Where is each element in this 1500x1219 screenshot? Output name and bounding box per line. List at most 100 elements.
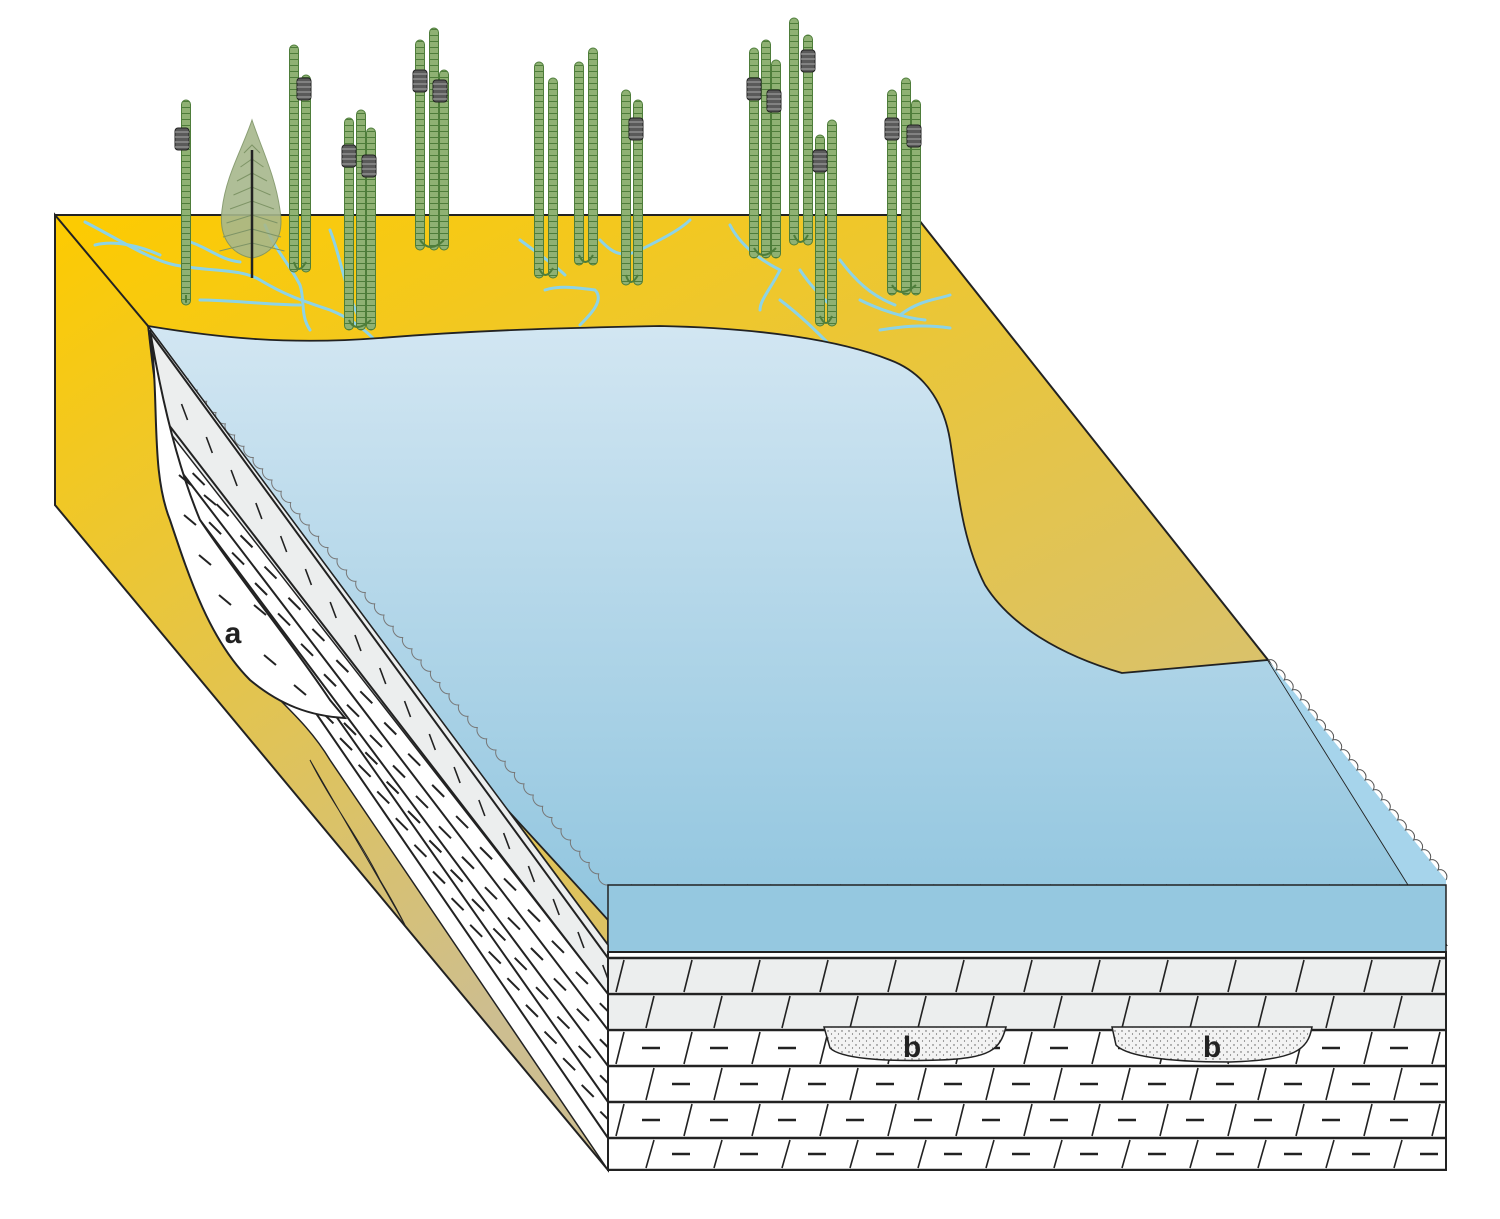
cone-body [412,69,428,93]
joint [1023,959,1033,993]
stem-body [356,109,366,331]
cone-body [296,77,312,101]
bed-tick [502,832,511,850]
bed-tick [428,733,437,751]
cone-body [906,124,922,148]
strobilus-cone [174,127,190,151]
joint [1295,1103,1305,1137]
bed-tick [527,865,536,883]
marl-dash [407,752,421,767]
marl-dash [311,628,326,642]
horsetail-plant-icon [574,47,598,266]
river-channel [858,298,927,322]
marl-dash [471,898,485,912]
marl-dash [431,784,445,798]
joint [781,995,791,1029]
strobilus-cone [906,124,922,148]
river-channel [328,228,362,322]
cone-body [812,149,828,173]
marl-dash [527,908,541,923]
marl-dash [535,986,549,1000]
bedding-line [149,331,609,959]
joint [1431,959,1441,993]
joint [751,1103,761,1137]
label-b1: b [903,1031,921,1064]
marl-dash [300,643,314,657]
marl-dash [198,554,212,566]
joint [1121,1067,1131,1101]
cone-body [884,117,900,141]
marl-dash [395,817,409,831]
joint [683,959,693,993]
joint [819,959,829,993]
marl-dash [208,521,222,535]
river-channel [878,324,952,332]
joint [1227,959,1237,993]
stem-body [439,69,449,251]
stem-base [538,267,554,276]
marl-dash [556,1015,571,1030]
bed-tick [304,568,313,586]
plant-stem [901,77,911,296]
bedding-line [179,469,609,1031]
joint [1393,1139,1403,1169]
conifer-branch [243,144,261,154]
joint [1053,1139,1063,1169]
stem-body [181,99,191,306]
marl-dash [553,977,567,992]
marl-dash [469,924,483,938]
cone-body [800,49,816,73]
bedding-line [164,419,609,995]
bed-tick [180,403,189,421]
marl-dash [581,1084,595,1098]
horsetail-plant-icon [174,99,191,306]
stem-body [344,117,354,331]
label-b2: b [1203,1031,1221,1064]
stem-body [289,44,299,273]
marl-dash [335,659,350,673]
stem-base [578,254,594,263]
bed-tick [230,469,238,487]
marl-dash [575,971,589,985]
bedding-line [199,519,609,1067]
marl-dash [507,916,521,931]
joint [1189,995,1199,1029]
plant-stem [181,99,191,306]
joint [1431,1103,1441,1137]
stem-body [827,119,837,327]
sand-lens-b1 [823,1026,1007,1062]
wave-line-left [159,344,609,886]
marl-dash [513,957,528,971]
bed-tick [279,535,288,553]
joint [917,1067,927,1101]
joint [1121,995,1131,1029]
stem-base [625,274,639,283]
joint [1121,1139,1131,1169]
marl-dash [383,721,397,736]
marl-dash [461,856,475,870]
stem-body [789,17,799,246]
strobilus-cone [812,149,828,173]
stem-base [793,234,809,243]
plant-stem [344,117,354,331]
stem-base [419,239,445,248]
marl-dash [359,690,374,705]
marl-dash [506,977,521,991]
bed-tick [453,766,461,784]
river-channel [543,285,600,327]
horsetail-plant-icon [534,61,558,279]
joint [887,959,897,993]
cone-body [746,77,762,101]
strobilus-cone [432,79,448,103]
stem-body [588,47,598,266]
joint [1393,995,1403,1029]
cone-body [361,154,377,178]
marl-dash [287,597,302,611]
strobilus-cone [628,117,644,141]
marl-dash [385,780,400,795]
marl-dash [455,815,469,829]
joint [645,1067,655,1101]
land-wedge [309,759,406,926]
joint [751,959,761,993]
horsetail-plant-icon [412,27,449,251]
